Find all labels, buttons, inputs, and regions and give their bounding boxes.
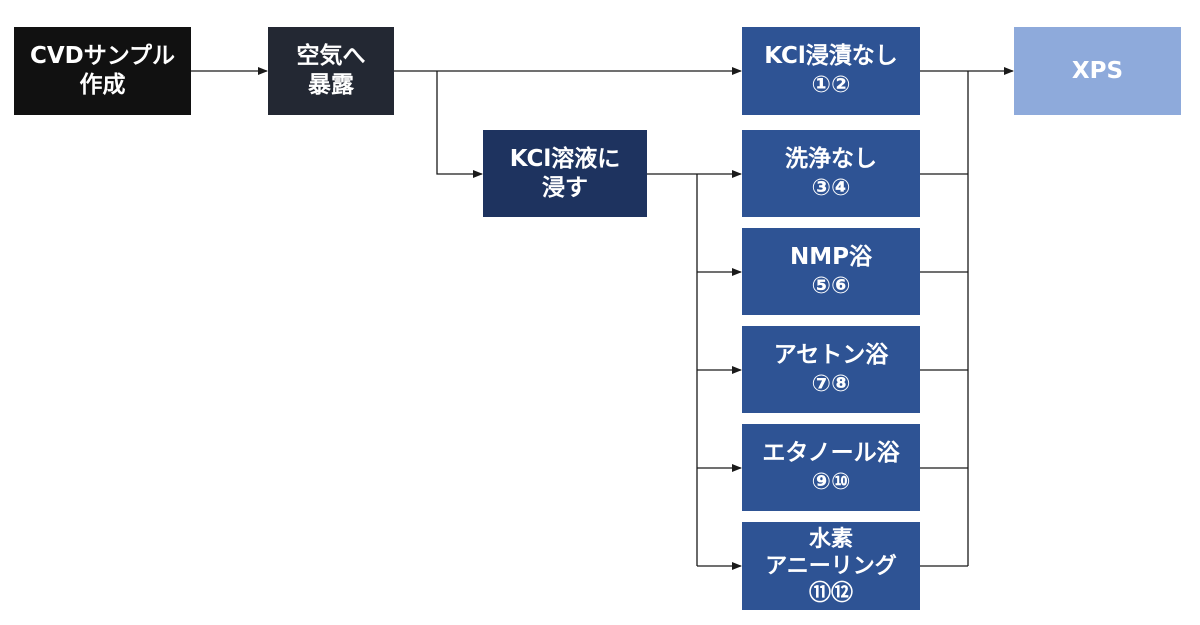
node-sample-numbers: ⑤⑥ bbox=[811, 272, 851, 299]
node-label-line: XPS bbox=[1071, 57, 1124, 84]
node-hydrogen-annealing: 水素 アニーリング ⑪⑫ bbox=[742, 522, 920, 610]
node-sample-numbers: ⑪⑫ bbox=[808, 580, 853, 606]
node-acetone-bath: アセトン浴 ⑦⑧ bbox=[742, 326, 920, 413]
node-air-exposure: 空気へ 暴露 bbox=[268, 27, 394, 115]
node-ethanol-bath: エタノール浴 ⑨⑩ bbox=[742, 424, 920, 511]
node-xps: XPS bbox=[1014, 27, 1181, 115]
node-label-line: 水素 bbox=[808, 526, 853, 552]
node-sample-numbers: ①② bbox=[811, 72, 851, 98]
node-label-line: アセトン浴 bbox=[773, 341, 889, 368]
node-label-line: CVDサンプル bbox=[29, 43, 176, 69]
node-label-line: KCl溶液に bbox=[509, 145, 621, 172]
node-kcl-solution-immersion: KCl溶液に 浸す bbox=[483, 130, 647, 217]
node-label-line: KCl浸漬なし bbox=[764, 43, 898, 69]
node-sample-numbers: ⑨⑩ bbox=[811, 468, 851, 495]
node-cvd-sample-creation: CVDサンプル 作成 bbox=[14, 27, 191, 115]
node-no-wash: 洗浄なし ③④ bbox=[742, 130, 920, 217]
node-label-line: NMP浴 bbox=[790, 243, 872, 270]
node-label-line: エタノール浴 bbox=[762, 439, 900, 466]
node-label-line: 空気へ bbox=[296, 43, 366, 69]
node-label-line: 浸す bbox=[542, 174, 588, 201]
node-label-line: アニーリング bbox=[765, 553, 897, 579]
edge-air-to-kcl bbox=[436, 71, 483, 178]
node-label-line: 暴露 bbox=[308, 72, 354, 98]
node-sample-numbers: ③④ bbox=[811, 174, 851, 201]
node-no-kcl-immersion: KCl浸漬なし ①② bbox=[742, 27, 920, 115]
node-nmp-bath: NMP浴 ⑤⑥ bbox=[742, 228, 920, 315]
node-label-line: 作成 bbox=[79, 72, 126, 98]
node-label-line: 洗浄なし bbox=[785, 145, 877, 172]
node-sample-numbers: ⑦⑧ bbox=[811, 370, 851, 397]
